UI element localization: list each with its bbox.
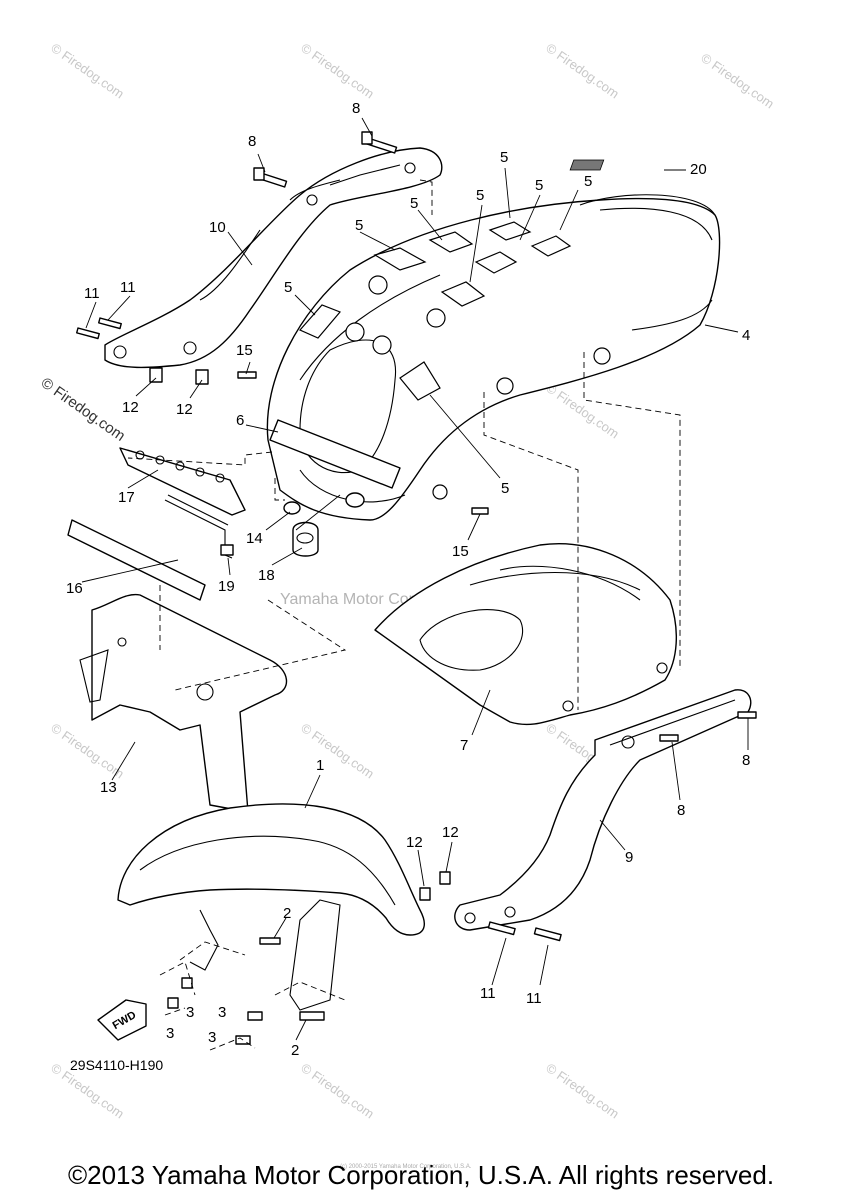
callout-11: 11 [526,990,542,1007]
callout-2: 2 [283,905,291,922]
callout-3: 3 [186,1004,194,1021]
callout-20: 20 [690,161,707,178]
callout-5: 5 [410,195,418,212]
callout-14: 14 [246,530,263,547]
callout-5: 5 [355,217,363,234]
callout-11: 11 [480,985,496,1002]
callout-12: 12 [176,401,193,418]
callout-16: 16 [66,580,83,597]
sticker [569,159,605,171]
callout-8: 8 [742,752,750,769]
light-bar [119,447,246,559]
callout-5: 5 [476,187,484,204]
callout-13: 13 [100,779,117,796]
reference-lines [127,179,681,1051]
watermark: © Firedog.com [48,720,127,781]
callout-1: 1 [316,757,324,774]
callout-8: 8 [677,802,685,819]
rear-fender [266,194,721,521]
watermark: © Firedog.com [543,1060,622,1121]
callout-2: 2 [291,1042,299,1059]
watermark: © Firedog.com [543,40,622,101]
callout-3: 3 [218,1004,226,1021]
callout-15: 15 [452,543,469,560]
watermark: © Firedog.com [298,1060,377,1121]
callout-4: 4 [742,327,750,344]
watermark: © Firedog.com [298,40,377,101]
grommets [283,492,365,557]
side-watermark: © Firedog.com [38,374,129,444]
callout-17: 17 [118,489,135,506]
leader-lines [81,117,749,1041]
side-bracket [419,689,757,942]
callout-7: 7 [460,737,468,754]
callout-9: 9 [625,849,633,866]
callout-5: 5 [501,480,509,497]
mud-flap [67,519,288,813]
callout-5: 5 [500,149,508,166]
inner-fender [374,543,678,726]
callout-12: 12 [122,399,139,416]
callout-11: 11 [84,285,100,302]
callout-18: 18 [258,567,275,584]
watermark: © Firedog.com [698,50,777,111]
front-fender [117,803,426,1011]
callouts: 1 2 2 3 3 3 3 4 5 5 5 5 5 5 5 5 6 7 8 8 … [66,100,750,1059]
bolts-lower [167,937,325,1045]
callout-19: 19 [218,578,235,595]
callout-11: 11 [120,279,136,296]
callout-12: 12 [406,834,423,851]
copyright-footer: ©2013 Yamaha Motor Corporation, U.S.A. A… [67,1160,775,1190]
callout-12: 12 [442,824,459,841]
callout-3: 3 [166,1025,174,1042]
callout-8: 8 [352,100,360,117]
callout-8: 8 [248,133,256,150]
callout-5: 5 [584,173,592,190]
bolts-upper [76,131,489,515]
callout-5: 5 [284,279,292,296]
footer-small-print: (c) 2000-2015 Yamaha Motor Corporation, … [340,1164,472,1170]
watermark: © Firedog.com [298,720,377,781]
watermark: © Firedog.com [543,380,622,441]
callout-6: 6 [236,412,244,429]
callout-15: 15 [236,342,253,359]
callout-10: 10 [209,219,226,236]
grab-bar [104,147,443,369]
callout-3: 3 [208,1029,216,1046]
fender-strip [269,419,401,489]
fender-pads [299,221,611,500]
fwd-arrow: FWD [97,999,147,1041]
watermark: © Firedog.com [48,40,127,101]
callout-5: 5 [535,177,543,194]
drawing-code: 29S4110-H190 [70,1057,163,1073]
